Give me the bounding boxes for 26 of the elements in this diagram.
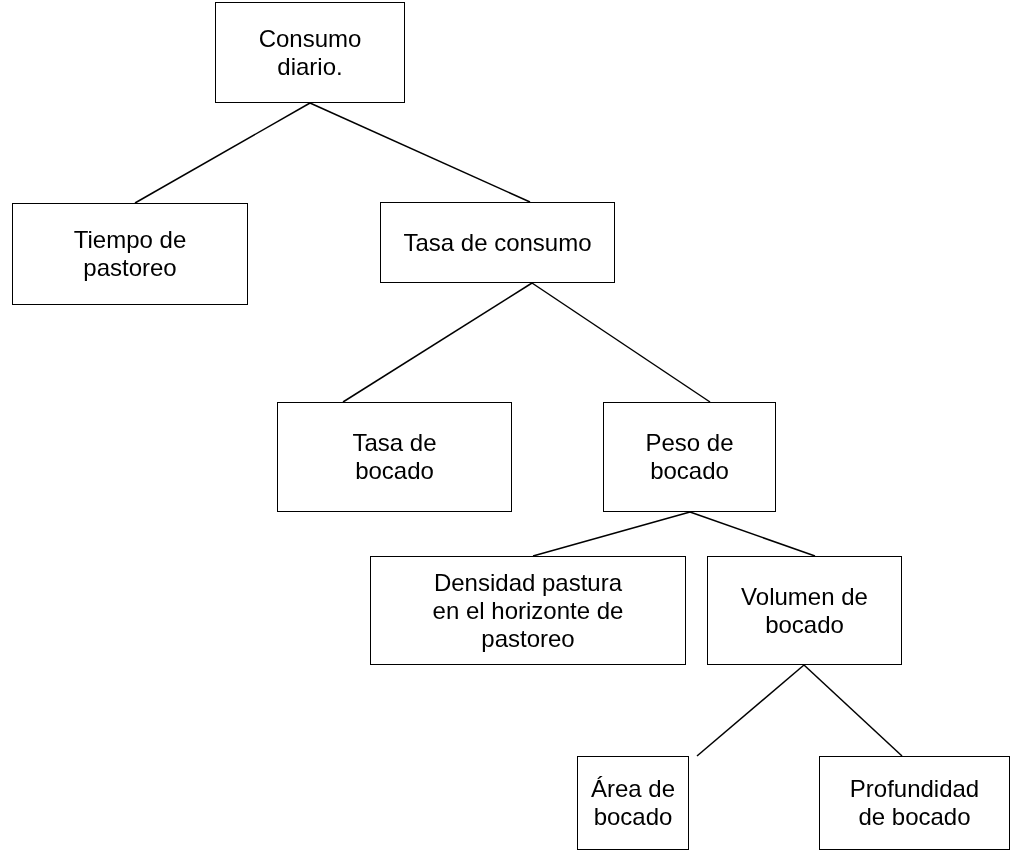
concept-box [215, 2, 405, 103]
concept-box [577, 756, 689, 850]
concept-label: Peso de bocado [644, 429, 735, 485]
connector-line [696, 664, 805, 757]
concept-label: Área de bocado [589, 775, 677, 831]
concept-label: Profundidad de bocado [848, 775, 981, 831]
connector-line [531, 282, 711, 403]
concept-label: Tiempo de pastoreo [72, 226, 188, 282]
concept-label: Tasa de consumo [403, 228, 592, 257]
concept-box [12, 203, 248, 305]
concept-box [819, 756, 1010, 850]
connector-line [342, 282, 533, 403]
concept-label: Densidad pastura en el horizonte de pastoreo [431, 568, 625, 653]
connector-line [803, 664, 903, 757]
concept-box [603, 402, 776, 512]
concept-label: Consumo diario. [257, 24, 363, 81]
connector-line [134, 102, 311, 204]
connector-line [689, 511, 816, 557]
connector-line [309, 102, 531, 203]
concept-box [707, 556, 902, 665]
connector-line [532, 511, 691, 557]
concept-box [370, 556, 686, 665]
concept-box [277, 402, 512, 512]
concept-label: Tasa de bocado [351, 429, 438, 485]
concept-label: Volumen de bocado [740, 582, 869, 639]
concept-box [380, 202, 615, 283]
